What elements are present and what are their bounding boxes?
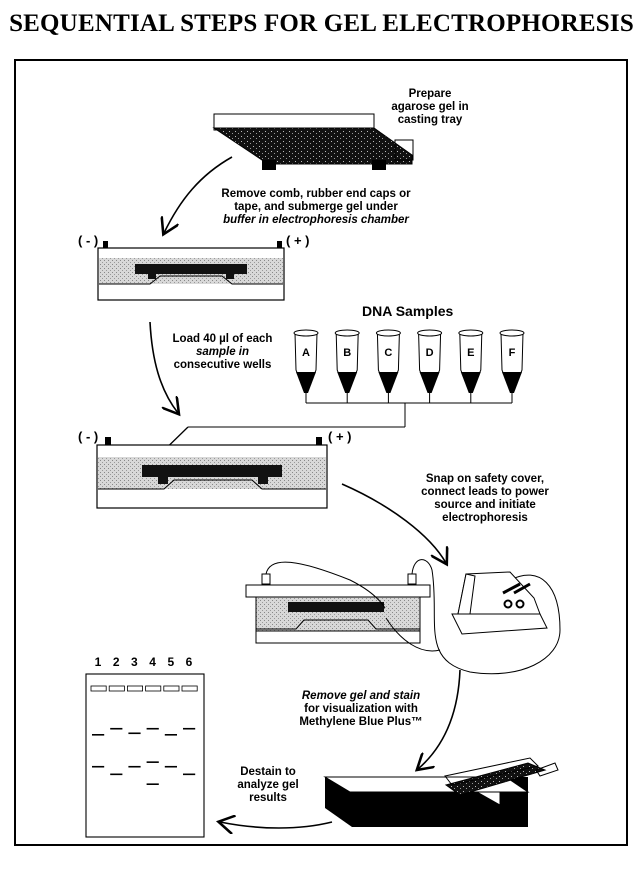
tube-label: C [384,347,393,359]
step-prepare-line: agarose gel in [391,101,469,113]
negative-terminal-label-2: ( - ) [78,429,99,444]
gel-well [163,685,180,692]
step-snap-line: Snap on safety cover, [425,473,545,485]
power-supply [451,571,548,635]
tube-label: B [343,347,352,359]
tube-label: A [302,347,310,359]
step-stain-line: for visualization with [304,703,418,715]
tube-label: E [467,347,475,359]
diagram-frame [14,59,628,846]
sample-liquid [460,372,481,393]
dna-sample-tube [458,329,484,403]
step-destain-line: analyze gel [237,779,299,791]
negative-terminal-label-1: ( - ) [78,233,99,248]
gel-well [90,685,107,692]
sample-liquid [378,372,399,393]
electrophoresis-chamber-2 [96,437,328,509]
lane-number: 2 [112,655,120,669]
step-load-line: sample in [195,346,250,358]
lane-number: 3 [131,655,138,669]
page-title: SEQUENTIAL STEPS FOR GEL ELECTROPHORESIS [9,10,634,37]
positive-terminal-label-1: ( + ) [286,233,310,248]
dna-sample-tube [293,329,319,403]
dna-sample-tube [334,329,360,403]
step-submerge-label: Remove comb, rubber end caps or tape, an… [206,188,426,227]
dna-sample-tube [375,329,401,403]
result-gel [85,673,205,838]
dna-sample-tubes [293,329,525,403]
step-snap-label: Snap on safety cover, connect leads to p… [400,473,570,525]
covered-chamber [245,559,561,675]
step-snap-line: connect leads to power [421,486,549,498]
positive-terminal-label-2: ( + ) [328,429,352,444]
tube-label: F [508,347,516,359]
arrow-step4-to-5 [418,669,461,769]
step-snap-line: source and initiate [434,499,536,511]
electrophoresis-chamber-1 [97,241,285,301]
step-load-line: consecutive wells [173,359,272,371]
step-destain-line: Destain to [240,766,296,778]
lane-number: 6 [185,655,193,669]
gel-well [108,685,125,692]
step-load-line: Load 40 µl of each [172,333,273,345]
step-prepare-label: Prepare agarose gel in casting tray [370,88,490,127]
step-destain-line: results [249,792,287,804]
step-prepare-line: Prepare [408,88,452,100]
lane-number: 1 [94,655,102,669]
casting-tray [212,113,414,170]
arrow-step1-to-2 [164,156,233,233]
arrow-step3-to-4 [341,483,446,563]
sample-liquid [419,372,440,393]
step-stain-label: Remove gel and stain for visualization w… [286,690,436,729]
sample-liquid [502,372,522,393]
arrow-step5-to-6 [220,822,333,828]
step-destain-label: Destain to analyze gel results [228,766,308,805]
dna-samples-title: DNA Samples [362,303,454,319]
dna-sample-tube [417,329,443,403]
sample-liquid [337,372,358,393]
arrow-step2-to-3 [149,321,178,413]
step-submerge-line: tape, and submerge gel under [234,201,398,213]
sample-liquid [296,372,316,393]
step-stain-line: Methylene Blue Plus™ [299,716,423,728]
gel-well [181,685,198,692]
dna-sample-tube [499,329,525,403]
gel-well [145,685,162,692]
staining-tray [323,757,559,827]
lane-number: 4 [149,655,156,669]
gel-well [127,685,144,692]
step-submerge-line: Remove comb, rubber end caps or [221,188,411,200]
step-snap-line: electrophoresis [442,512,528,524]
tube-label: D [425,347,434,359]
step-submerge-line: buffer in electrophoresis chamber [223,214,409,226]
step-prepare-line: casting tray [397,114,463,126]
step-stain-line: Remove gel and stain [301,690,421,702]
lane-number: 5 [167,655,175,669]
step-load-label: Load 40 µl of each sample in consecutive… [160,333,285,372]
